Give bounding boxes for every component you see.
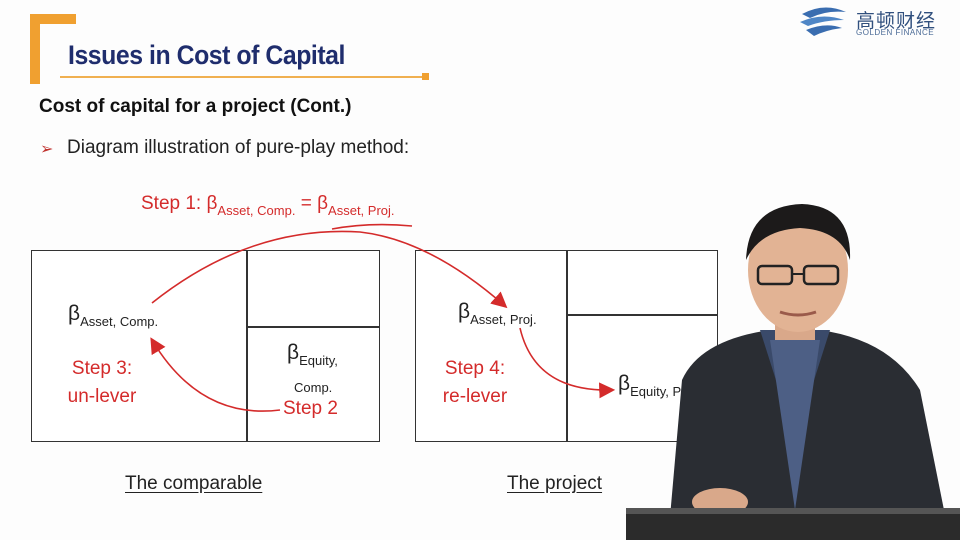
section-subtitle: Cost of capital for a project (Cont.) (39, 96, 352, 117)
step3-label: Step 3: un-lever (67, 358, 137, 407)
slide-title: Issues in Cost of Capital (68, 40, 345, 70)
step3-arrow (150, 337, 281, 412)
title-underline-dot (422, 73, 429, 80)
step1-arrow (151, 230, 508, 309)
step1-label: Step 1: βAsset, Comp. = βAsset, Proj. (141, 193, 395, 218)
beta-asset-comp: βAsset, Comp. (68, 302, 159, 329)
beta-asset-proj: βAsset, Proj. (458, 300, 537, 327)
step1-underline (331, 223, 413, 230)
logo-chinese-text: 高顿财经 (856, 10, 937, 32)
beta-equity-comp: βEquity, (287, 341, 338, 368)
comparable-box (31, 250, 380, 442)
comparable-divider-horizontal (246, 326, 380, 328)
project-divider-vertical (566, 250, 568, 442)
header-bracket-horizontal (30, 14, 76, 24)
beta-equity-comp-line2: Comp. (294, 380, 333, 395)
step2-label: Step 2 (283, 398, 338, 419)
logo-english-text: GOLDEN FINANCE (856, 28, 935, 37)
bullet-arrow-icon: ➢ (40, 141, 54, 158)
project-divider-horizontal (566, 314, 718, 316)
project-caption: The project (507, 473, 603, 494)
step4-label: Step 4: re-lever (442, 358, 508, 407)
comparable-caption: The comparable (125, 473, 263, 494)
presenter-image (626, 204, 960, 540)
golden-finance-logo-icon (800, 7, 846, 36)
beta-equity-proj: βEquity, P (618, 372, 682, 399)
comparable-divider-vertical (246, 250, 248, 442)
title-underline (60, 76, 426, 78)
step4-arrow (519, 327, 616, 399)
header-bracket-vertical (30, 14, 40, 84)
bullet-text: Diagram illustration of pure-play method… (67, 137, 410, 158)
